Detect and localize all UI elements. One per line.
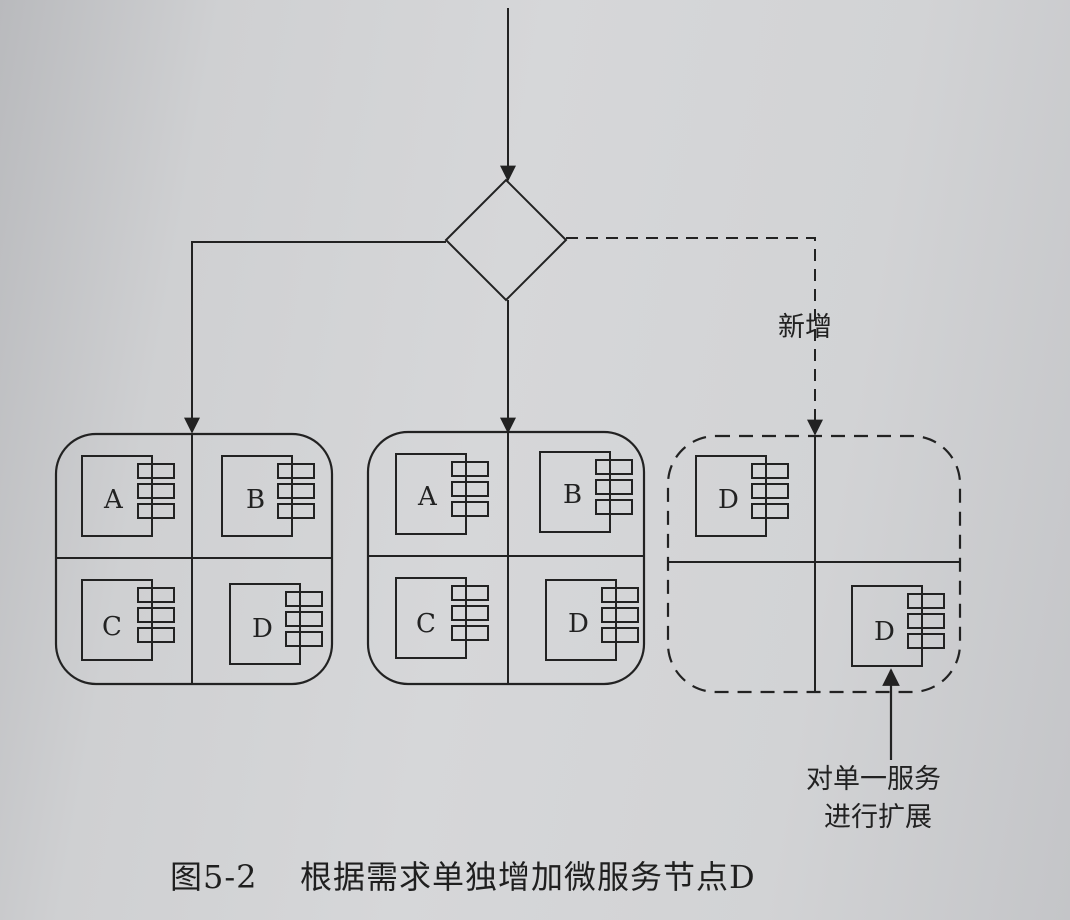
component-label: C (102, 612, 122, 642)
component-icon (229, 583, 323, 665)
component-icon (395, 453, 489, 535)
figure-number: 图5-2 (170, 858, 258, 896)
component-icon (81, 579, 175, 661)
component-label: D (874, 617, 895, 647)
component-icon (695, 455, 789, 537)
scale-note-line2: 进行扩展 (824, 802, 932, 833)
component-label: B (246, 485, 265, 515)
service-group-1: A B C D (54, 432, 334, 686)
branch-left-arrow (184, 241, 446, 434)
figure-title: 根据需求单独增加微服务节点D (300, 858, 756, 896)
component-label: D (252, 614, 273, 644)
component-label: C (416, 609, 436, 639)
component-icon (221, 455, 315, 537)
component-icon (545, 579, 639, 661)
component-icon (851, 585, 945, 667)
component-icon (395, 577, 489, 659)
scale-note-line1: 对单一服务 (806, 764, 941, 795)
component-icon (539, 451, 633, 533)
microservice-scaling-diagram: 新增 A B C D A B C D (54, 8, 962, 833)
component-label: A (103, 485, 124, 515)
component-icon (81, 455, 175, 537)
component-label: B (563, 480, 582, 510)
new-label: 新增 (778, 312, 832, 343)
branch-new-dashed-arrow (566, 237, 823, 436)
service-group-2: A B C D (366, 430, 646, 686)
decision-diamond (444, 178, 568, 302)
component-label: A (417, 482, 438, 512)
service-group-new: D D (666, 434, 962, 694)
component-label: D (568, 609, 589, 639)
component-label: D (718, 485, 739, 515)
